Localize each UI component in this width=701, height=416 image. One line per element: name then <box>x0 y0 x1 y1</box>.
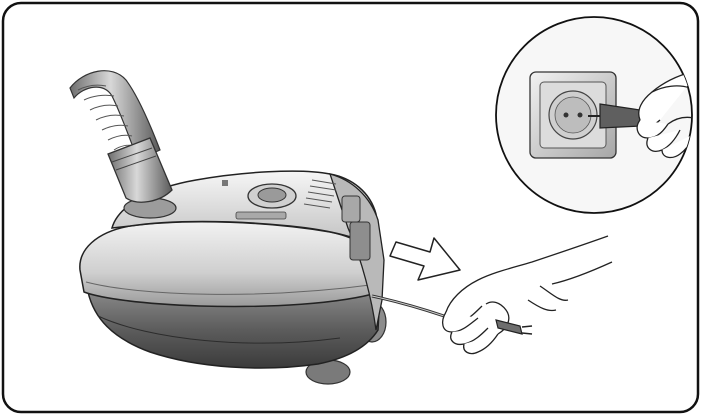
side-vent <box>350 222 370 260</box>
vacuum-bumper <box>80 222 382 307</box>
